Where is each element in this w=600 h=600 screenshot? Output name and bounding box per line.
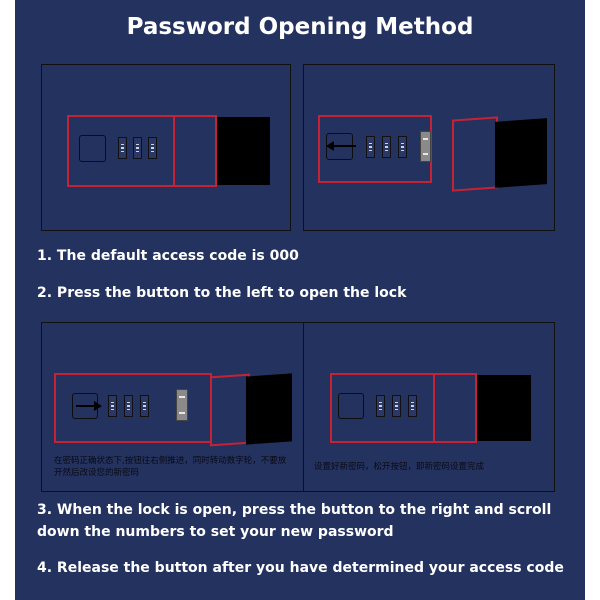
arrow-left-shaft xyxy=(334,145,356,147)
page-title: Password Opening Method xyxy=(126,14,474,40)
combination-dial-icon xyxy=(376,395,385,417)
arrow-left-icon xyxy=(326,141,334,151)
lock-latch-outline xyxy=(210,373,250,447)
panel-release-button: 设置好新密码，松开按钮，即新密码设置完成 xyxy=(303,322,555,492)
lock-latch-outline xyxy=(452,116,498,192)
combination-dial-icon xyxy=(408,395,417,417)
panel-default-code xyxy=(41,64,291,231)
door-panel xyxy=(217,117,270,185)
combination-dial-icon xyxy=(133,137,142,159)
panel-caption: 设置好新密码，松开按钮，即新密码设置完成 xyxy=(314,462,485,472)
lock-latch-outline xyxy=(433,373,477,443)
arrow-right-shaft xyxy=(76,405,96,407)
panel-caption: 在密码正确状态下,按钮往右侧推进，同时转动数字轮，不要放开然后改设您的新密码 xyxy=(54,456,287,478)
combination-dial-icon xyxy=(148,137,157,159)
combination-dial-icon xyxy=(366,136,375,158)
lock-body-outline xyxy=(54,373,212,443)
combination-dial-icon xyxy=(140,395,149,417)
slide-button-icon xyxy=(420,131,431,162)
combination-dial-icon xyxy=(108,395,117,417)
door-panel xyxy=(477,375,531,441)
slide-button-icon xyxy=(176,389,188,421)
step-2: 2. Press the button to the left to open … xyxy=(37,285,407,301)
arrow-right-icon xyxy=(94,401,102,411)
panel-press-left xyxy=(303,64,555,231)
lock-button-icon xyxy=(338,393,364,419)
combination-dial-icon xyxy=(118,137,127,159)
combination-dial-icon xyxy=(398,136,407,158)
combination-dial-icon xyxy=(392,395,401,417)
panel-set-new-code: 在密码正确状态下,按钮往右侧推进，同时转动数字轮，不要放开然后改设您的新密码 xyxy=(41,322,304,492)
step-3: 3. When the lock is open, press the butt… xyxy=(37,502,552,540)
door-panel-open xyxy=(246,373,292,445)
door-panel-open xyxy=(495,118,547,188)
lock-body-outline xyxy=(318,115,432,183)
step-1: 1. The default access code is 000 xyxy=(37,248,299,264)
step-4: 4. Release the button after you have det… xyxy=(37,560,564,576)
lock-latch-outline xyxy=(173,115,217,187)
combination-dial-icon xyxy=(382,136,391,158)
lock-button-icon xyxy=(79,135,106,162)
instruction-card: Password Opening Method 在密码正确状态下,按 xyxy=(15,0,585,600)
combination-dial-icon xyxy=(124,395,133,417)
